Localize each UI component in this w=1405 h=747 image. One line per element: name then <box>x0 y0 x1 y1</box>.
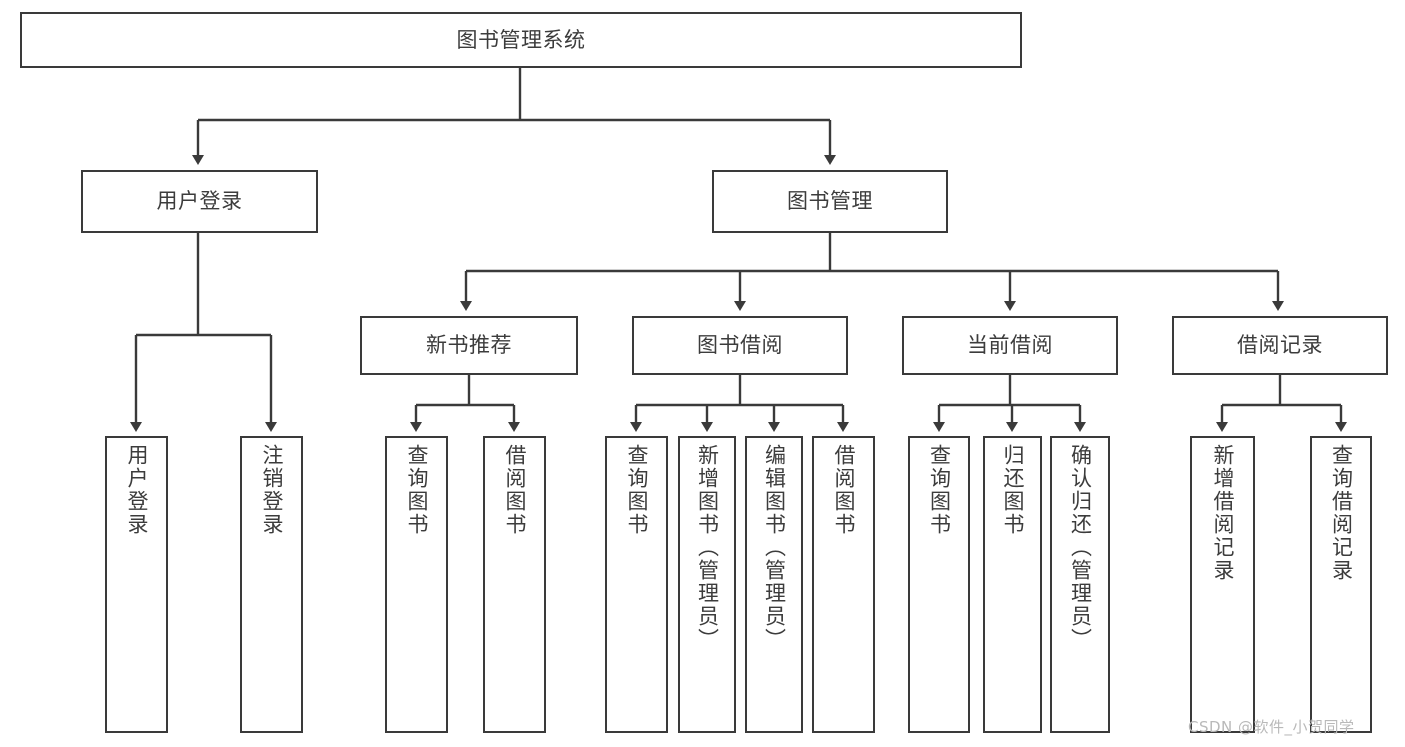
node-leaf-edit-book-label: 编辑图书（管理员） <box>762 444 787 651</box>
node-leaf-return-book-label: 归还图书 <box>1001 444 1025 536</box>
node-root[interactable]: 图书管理系统 <box>20 12 1022 68</box>
node-leaf-add-record-label: 新增借阅记录 <box>1211 444 1235 582</box>
node-leaf-logout-login-label: 注销登录 <box>260 444 284 536</box>
node-leaf-confirm-return-label: 确认归还（管理员） <box>1068 444 1093 651</box>
node-current-borrow-label: 当前借阅 <box>967 333 1053 358</box>
node-leaf-query-book-3-label: 查询图书 <box>927 444 952 536</box>
node-book-borrow[interactable]: 图书借阅 <box>632 316 848 375</box>
node-leaf-edit-book[interactable]: 编辑图书（管理员） <box>745 436 803 733</box>
node-new-book-recommend-label: 新书推荐 <box>426 333 512 358</box>
node-book-management[interactable]: 图书管理 <box>712 170 948 233</box>
node-borrow-record[interactable]: 借阅记录 <box>1172 316 1388 375</box>
node-leaf-logout-login[interactable]: 注销登录 <box>240 436 303 733</box>
node-user-login-label: 用户登录 <box>156 189 243 214</box>
node-leaf-borrow-book-2-label: 借阅图书 <box>832 444 856 536</box>
node-leaf-confirm-return[interactable]: 确认归还（管理员） <box>1050 436 1110 733</box>
node-leaf-add-book[interactable]: 新增图书（管理员） <box>678 436 736 733</box>
node-leaf-query-record[interactable]: 查询借阅记录 <box>1310 436 1372 733</box>
node-leaf-user-login[interactable]: 用户登录 <box>105 436 168 733</box>
node-leaf-query-book-2[interactable]: 查询图书 <box>605 436 668 733</box>
watermark-text: CSDN @软件_小贺同学 <box>1188 718 1355 736</box>
node-leaf-borrow-book-1-label: 借阅图书 <box>503 444 527 536</box>
node-leaf-add-book-label: 新增图书（管理员） <box>695 444 720 651</box>
node-leaf-query-book-1[interactable]: 查询图书 <box>385 436 448 733</box>
node-leaf-query-book-1-label: 查询图书 <box>405 444 429 536</box>
node-leaf-query-book-3[interactable]: 查询图书 <box>908 436 970 733</box>
node-current-borrow[interactable]: 当前借阅 <box>902 316 1118 375</box>
node-new-book-recommend[interactable]: 新书推荐 <box>360 316 578 375</box>
node-leaf-borrow-book-1[interactable]: 借阅图书 <box>483 436 546 733</box>
node-leaf-query-record-label: 查询借阅记录 <box>1329 444 1354 582</box>
node-borrow-record-label: 借阅记录 <box>1237 333 1323 358</box>
node-leaf-add-record[interactable]: 新增借阅记录 <box>1190 436 1255 733</box>
node-book-management-label: 图书管理 <box>787 189 873 214</box>
node-leaf-borrow-book-2[interactable]: 借阅图书 <box>812 436 875 733</box>
node-leaf-return-book[interactable]: 归还图书 <box>983 436 1042 733</box>
node-book-borrow-label: 图书借阅 <box>697 333 783 358</box>
node-leaf-user-login-label: 用户登录 <box>125 444 149 536</box>
node-leaf-query-book-2-label: 查询图书 <box>625 444 649 536</box>
node-user-login[interactable]: 用户登录 <box>81 170 318 233</box>
node-root-label: 图书管理系统 <box>456 27 586 52</box>
